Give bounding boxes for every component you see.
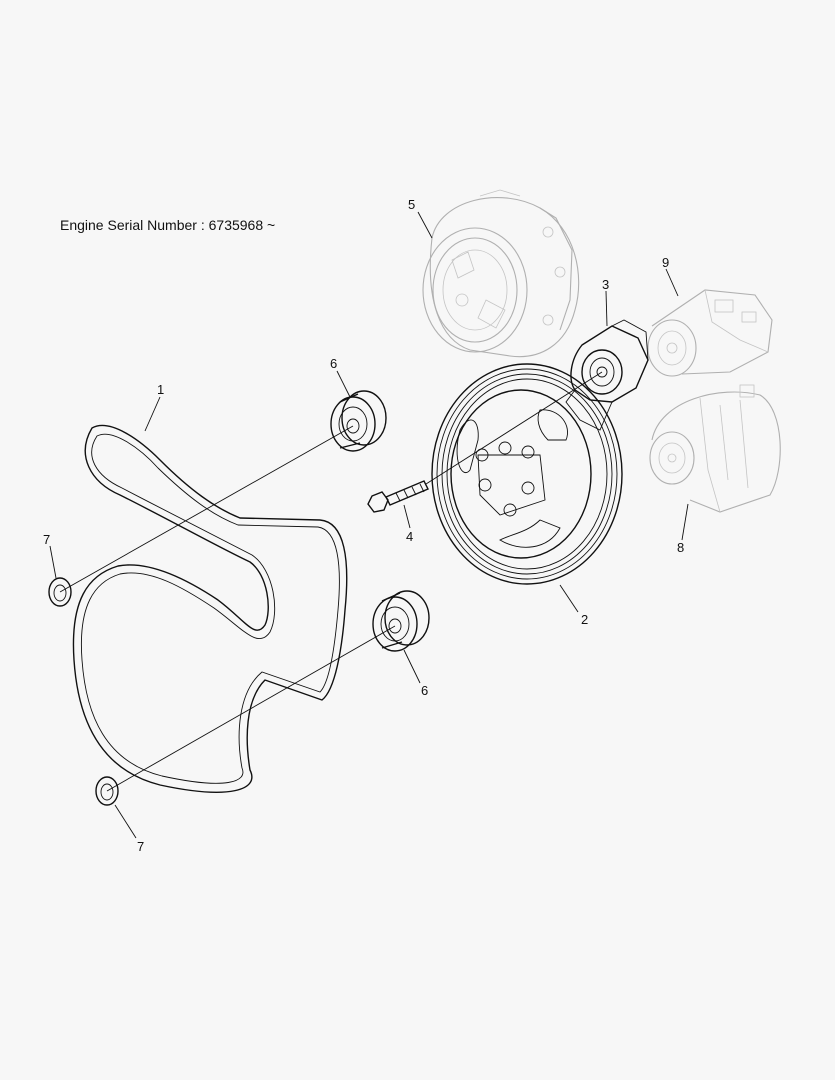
dust-cap-upper — [48, 577, 72, 607]
idler-pulley-lower — [372, 590, 430, 652]
callout-leaders — [49, 211, 689, 839]
alternator-ghost — [649, 384, 781, 513]
callout-6-lower: 6 — [421, 683, 428, 698]
callout-3: 3 — [602, 277, 609, 292]
callout-7-upper: 7 — [43, 532, 50, 547]
assembly-lines — [59, 371, 603, 792]
dust-cap-lower — [95, 776, 119, 806]
serpentine-belt — [72, 424, 348, 793]
callout-9: 9 — [662, 255, 669, 270]
callout-6-upper: 6 — [330, 356, 337, 371]
callout-5: 5 — [408, 197, 415, 212]
water-pump-ghost — [422, 189, 580, 358]
callout-4: 4 — [406, 529, 413, 544]
crank-pulley — [431, 363, 623, 585]
engine-serial-number: Engine Serial Number : 6735968 ~ — [60, 217, 276, 233]
callout-2: 2 — [581, 612, 588, 627]
tensioner-bolt — [367, 480, 429, 513]
callout-1: 1 — [157, 382, 164, 397]
ac-compressor-ghost — [647, 289, 773, 377]
callout-7-lower: 7 — [137, 839, 144, 854]
belt-tensioner — [565, 319, 649, 431]
idler-pulley-upper — [330, 390, 387, 452]
callout-8: 8 — [677, 540, 684, 555]
